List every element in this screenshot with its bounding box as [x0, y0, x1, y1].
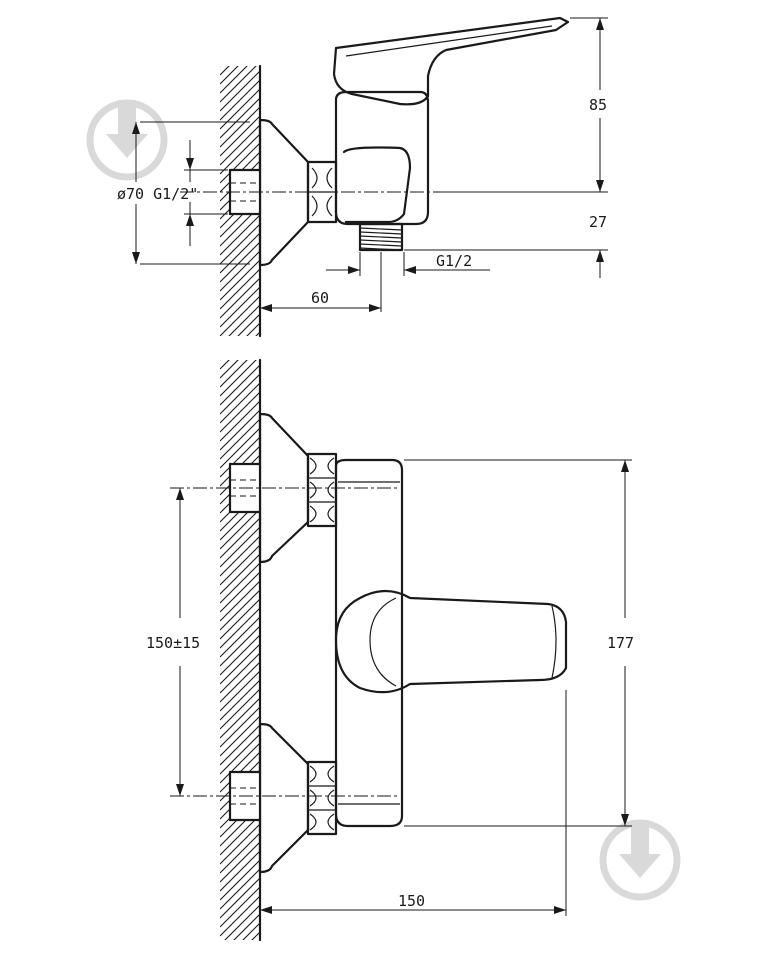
- lever-handle-side: [332, 16, 570, 106]
- wall-hatch-bottom: [220, 360, 260, 940]
- dim-label-flange: ø70 G1/2": [117, 185, 198, 203]
- front-view: 150±15 177 150: [146, 358, 634, 942]
- lever-handle-front: [334, 589, 568, 694]
- dim-label-150: 150: [398, 892, 425, 910]
- faucet-body-front: [334, 458, 404, 828]
- cartridge-bulge: [342, 146, 412, 224]
- wall-hatch-top: [220, 66, 260, 336]
- watermark-bottom-right: [599, 819, 681, 901]
- dim-label-outlet-thread: G1/2: [436, 252, 472, 270]
- upper-hex-nut: [306, 452, 338, 528]
- side-view: 85 27 ø70 G1/2" G1/2 60: [117, 16, 608, 338]
- lower-hex-nut: [306, 760, 338, 836]
- dim-label-27: 27: [589, 213, 607, 231]
- watermark-top-left: [86, 99, 168, 181]
- dim-label-177: 177: [607, 634, 634, 652]
- dim-label-inlet-spacing: 150±15: [146, 634, 200, 652]
- hex-nut: [306, 160, 338, 224]
- dim-label-60: 60: [311, 289, 329, 307]
- dim-label-85: 85: [589, 96, 607, 114]
- flange-cone: [258, 118, 310, 267]
- faucet-body-side: [334, 90, 430, 226]
- lower-flange: [258, 722, 310, 874]
